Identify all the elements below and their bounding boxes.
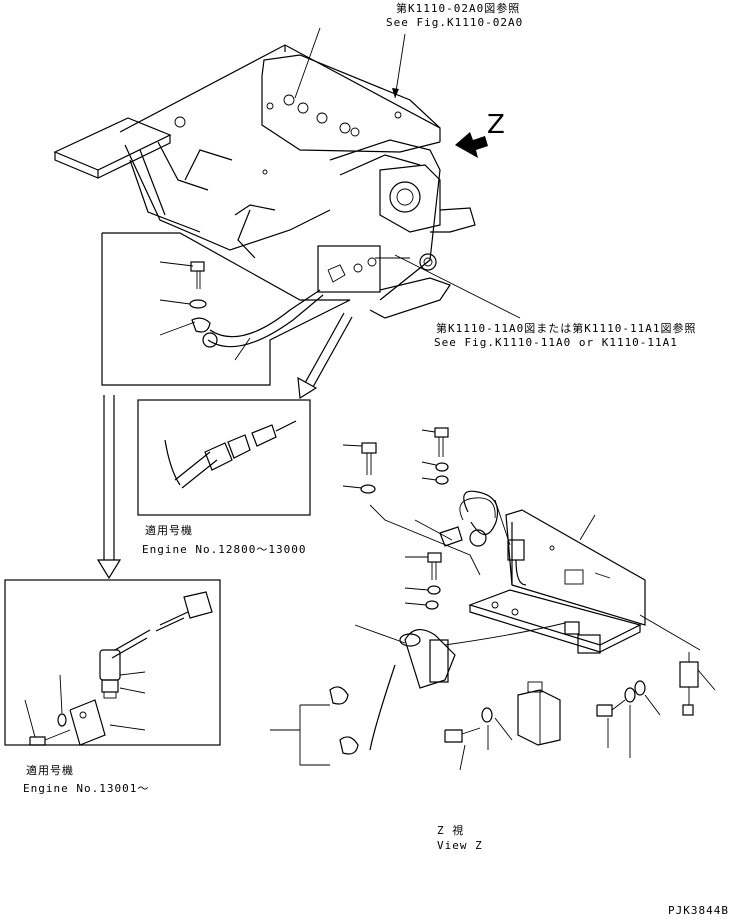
frame-assembly [53, 27, 521, 319]
inset-late-box [4, 579, 221, 746]
ref-top-en: See Fig.K1110-02A0 [386, 16, 524, 29]
down-arrow-icon [96, 395, 122, 580]
inset-late-serial: Engine No.13001～ [23, 782, 150, 795]
view-direction-arrow-icon [455, 132, 488, 158]
ref-top-ja: 第K1110-02A0図参照 [396, 2, 521, 15]
view-letter-z: Z [487, 110, 505, 140]
callout-frame [101, 232, 353, 400]
view-label-ja: Z 視 [437, 824, 465, 837]
inset-early-heading: 適用号機 [145, 524, 193, 537]
drawing-code: PJK3844B [668, 904, 729, 917]
ref-mid-ja: 第K1110-11A0図または第K1110-11A1図参照 [436, 322, 697, 335]
ref-mid-en: See Fig.K1110-11A0 or K1110-11A1 [434, 336, 678, 349]
inset-early-serial: Engine No.12800～13000 [142, 543, 307, 556]
view-label-en: View Z [437, 839, 483, 852]
inset-late-heading: 適用号機 [26, 764, 74, 777]
inset-early-box [137, 399, 311, 516]
view-z-detail [270, 427, 716, 771]
